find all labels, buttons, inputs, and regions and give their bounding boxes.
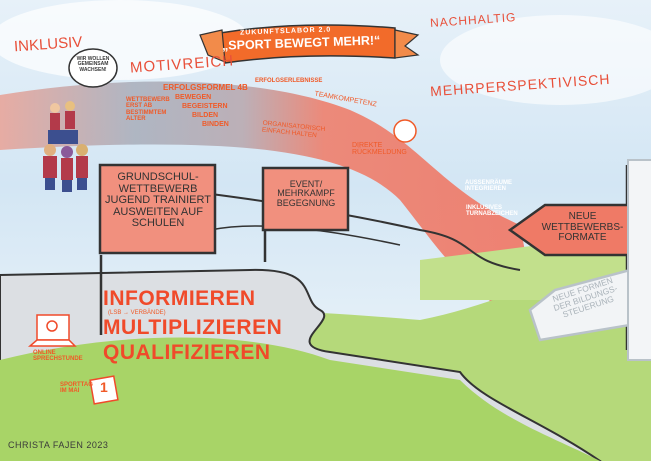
sign-event-text: Event/ Mehrkampf Begegnung: [276, 179, 336, 208]
wettbewerb-alter: Wettbewerb erst ab bestimmtem Alter: [126, 97, 170, 122]
sign-board-grundschul: [98, 163, 217, 255]
informieren-note: (LSB → Verbände): [108, 310, 166, 316]
turnabzeichen: Inklusives Turnabzeichen: [466, 205, 518, 218]
informieren: Informieren: [103, 287, 256, 310]
speech-bubble: [68, 48, 118, 88]
aussenraeume: Außenräume integrieren: [465, 180, 513, 193]
direkte-rueckmeldung: Direkte Rückmeldung: [352, 142, 407, 157]
four-b-item: Bilden: [192, 112, 219, 119]
sign-board-event: [261, 166, 350, 232]
multiplizieren: Multiplizieren: [103, 316, 283, 339]
speech-bubble-text: Wir wollen gemeinsam wachsen!: [76, 56, 110, 73]
laptop-icon: [27, 314, 77, 347]
path-band: [0, 81, 540, 330]
four-b-item: Bewegen: [175, 94, 212, 101]
sign-grundschul-text: Grundschul-wettbewerb Jugend trainiert a…: [105, 171, 211, 230]
four-b-item: Binden: [202, 121, 229, 128]
calendar-day: 1: [100, 379, 108, 395]
erfolgserlebnisse: Erfolgserlebnisse: [255, 78, 323, 84]
speech-bubble-feedback: [393, 119, 417, 143]
sporttag: Sporttag im Mai: [60, 382, 93, 395]
sign-wettbewerbsformate-text: Neue Wettbewerbs-formate: [541, 211, 624, 243]
online-sprechstunde: Online Sprechstunde: [33, 350, 83, 363]
calendar-icon: [89, 375, 119, 405]
erfolgsformel: Erfolgsformel 4B: [163, 83, 248, 92]
four-b-item: Begeistern: [182, 103, 228, 110]
qualifizieren: Qualifizieren: [103, 341, 271, 364]
people-pyramid: [43, 101, 88, 192]
signature: Christa Fajen 2023: [8, 440, 109, 450]
